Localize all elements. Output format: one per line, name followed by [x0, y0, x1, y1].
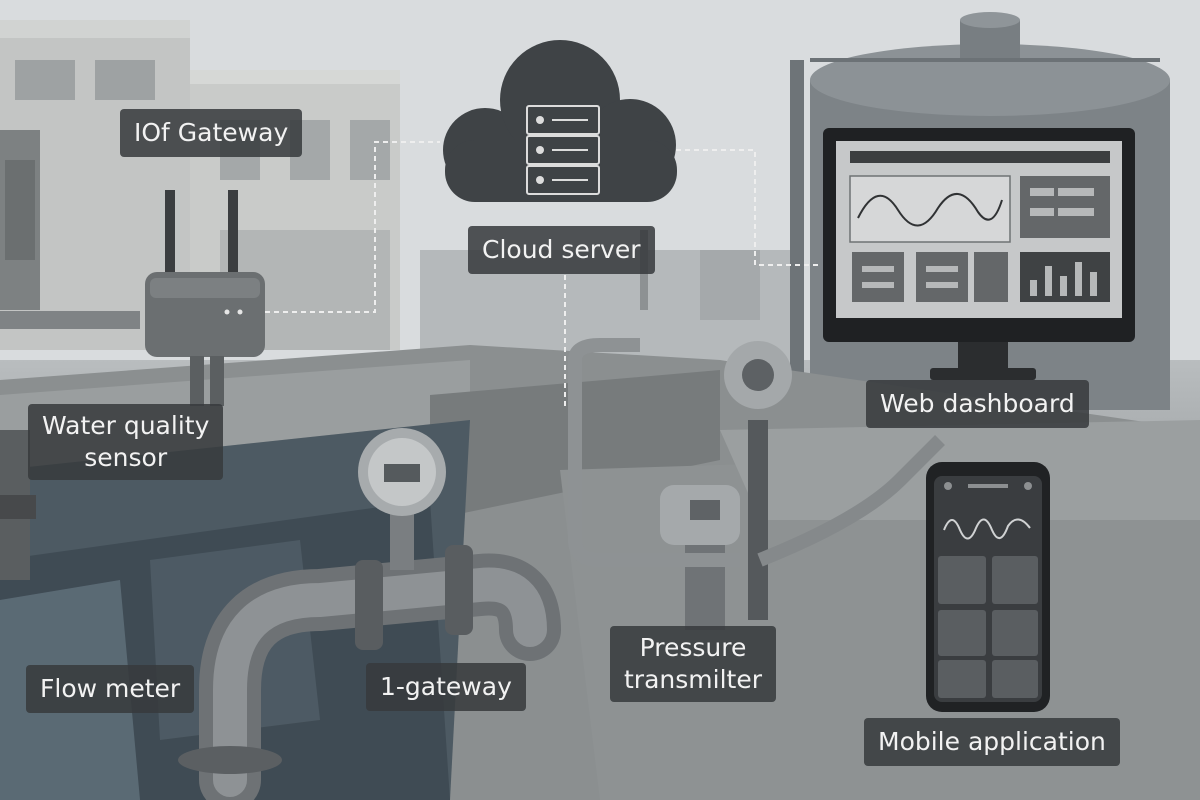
- gateway-device: [145, 190, 265, 406]
- water-quality-label-line2: sensor: [84, 443, 168, 472]
- iot-gateway-label: IOf Gateway: [120, 109, 303, 157]
- flow-meter-device: [358, 428, 446, 570]
- pressure-label-line1: Pressure: [639, 633, 747, 662]
- pressure-label-line2: transmilter: [624, 665, 762, 694]
- water-quality-label-line1: Water quality: [42, 411, 210, 440]
- mobile-application-label: Mobile application: [864, 718, 1120, 766]
- main-pipe: [199, 553, 561, 800]
- water-quality-sensor-label: Water quality sensor: [28, 404, 224, 480]
- flow-meter-label: Flow meter: [26, 665, 195, 713]
- cloud-server-icon: [443, 40, 677, 202]
- cloud-server-label: Cloud server: [468, 226, 655, 274]
- pressure-transmitter-label: Pressure transmilter: [610, 626, 776, 702]
- web-dashboard-label: Web dashboard: [866, 380, 1089, 428]
- smartphone-icon: [926, 462, 1050, 712]
- monitor-icon: [823, 128, 1135, 380]
- network-connectors: [265, 141, 822, 410]
- pressure-transmitter-device: [568, 338, 792, 630]
- one-gateway-label: 1-gateway: [366, 663, 526, 711]
